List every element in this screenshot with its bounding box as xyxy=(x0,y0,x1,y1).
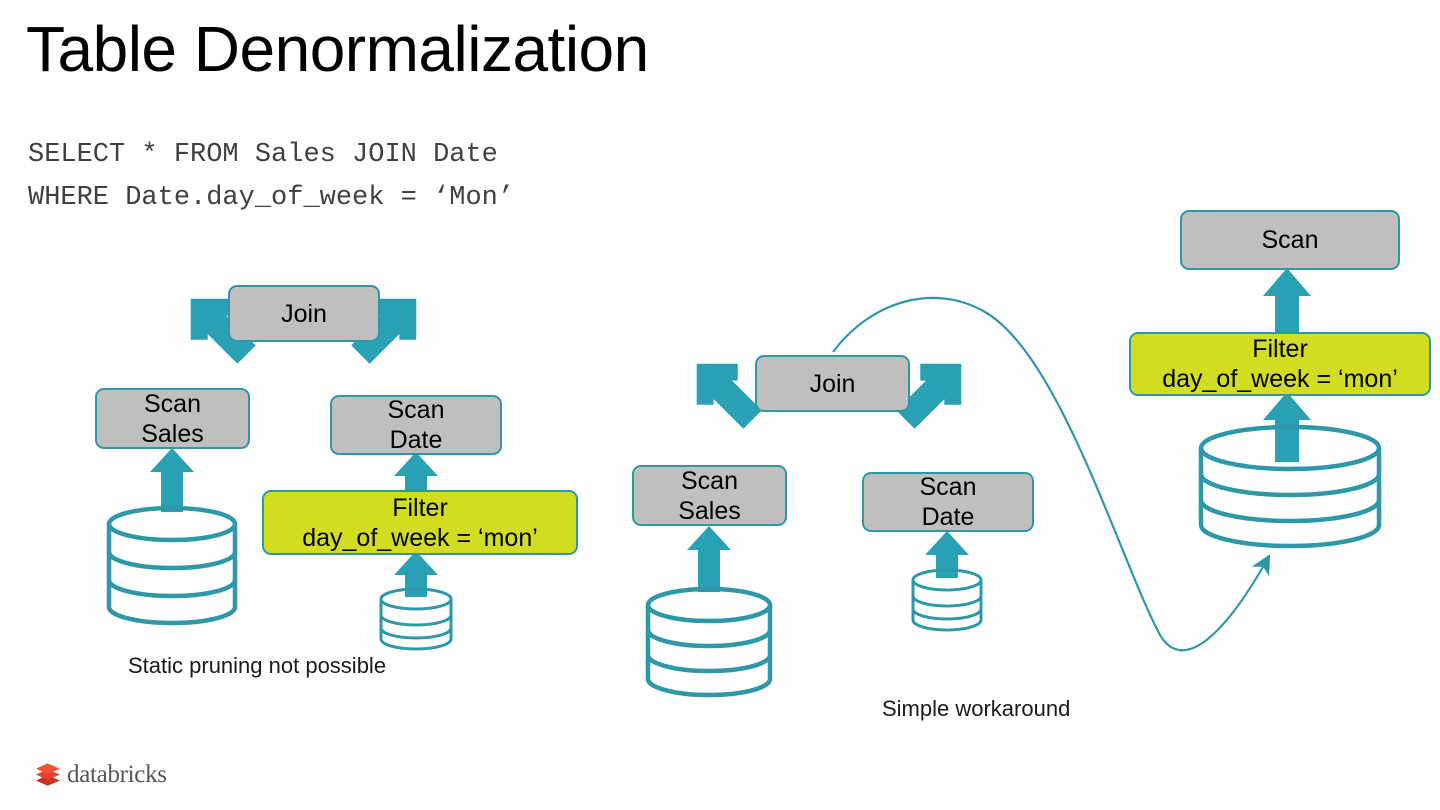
node-label: Scan xyxy=(387,396,445,424)
arrow-mid-salestable-to-scansales xyxy=(687,526,731,592)
arrow-left-salestable-to-scansales xyxy=(150,448,194,512)
cylinder-right-denormalized-table xyxy=(1198,424,1382,549)
databricks-logo-text: databricks xyxy=(67,761,167,788)
caption-static-pruning: Static pruning not possible xyxy=(128,653,387,678)
arrow-left-datetable-to-filter xyxy=(394,551,438,597)
node-label-2: day_of_week = ‘mon’ xyxy=(302,523,538,552)
cylinder-left-sales-table xyxy=(106,505,238,626)
arrow-mid-datetable-to-scandate xyxy=(925,531,969,578)
node-label: Join xyxy=(281,299,327,328)
cylinder-left-date-table xyxy=(379,587,453,651)
databricks-logo-icon xyxy=(36,763,60,786)
page-title: Table Denormalization xyxy=(26,13,649,85)
node-label-2: Sales xyxy=(678,496,741,525)
node-right-scan[interactable]: Scan xyxy=(1180,210,1400,270)
arrow-right-filter-to-scan xyxy=(1263,268,1311,336)
node-label-2: day_of_week = ‘mon’ xyxy=(1162,365,1398,393)
node-mid-scan-sales[interactable]: Scan Sales xyxy=(632,465,787,526)
node-label-2: Sales xyxy=(141,419,204,448)
sql-query-text: SELECT * FROM Sales JOIN Date WHERE Date… xyxy=(28,140,515,213)
node-right-filter[interactable]: Filter day_of_week = ‘mon’ xyxy=(1129,332,1431,396)
node-mid-join[interactable]: Join xyxy=(755,355,910,412)
node-left-join[interactable]: Join xyxy=(228,285,380,342)
node-label: Scan xyxy=(144,389,201,418)
node-mid-scan-date[interactable]: Scan Date xyxy=(862,472,1034,532)
caption-simple-workaround: Simple workaround xyxy=(882,696,1071,721)
cylinder-mid-sales-table xyxy=(645,586,773,698)
node-label-2: Date xyxy=(389,426,443,454)
node-label: Scan xyxy=(1261,226,1319,254)
node-left-scan-sales[interactable]: Scan Sales xyxy=(95,388,250,449)
node-label-2: Date xyxy=(921,503,975,531)
databricks-logo: databricks xyxy=(34,762,167,788)
node-left-filter[interactable]: Filter day_of_week = ‘mon’ xyxy=(262,490,578,555)
cylinder-mid-date-table xyxy=(911,568,983,632)
node-left-scan-date[interactable]: Scan Date xyxy=(330,395,502,455)
node-label: Filter xyxy=(392,493,448,522)
arrow-right-table-to-filter xyxy=(1263,392,1311,462)
node-label: Scan xyxy=(919,473,977,501)
node-label: Scan xyxy=(681,466,738,495)
node-label: Filter xyxy=(1252,335,1308,363)
node-label: Join xyxy=(809,369,856,398)
